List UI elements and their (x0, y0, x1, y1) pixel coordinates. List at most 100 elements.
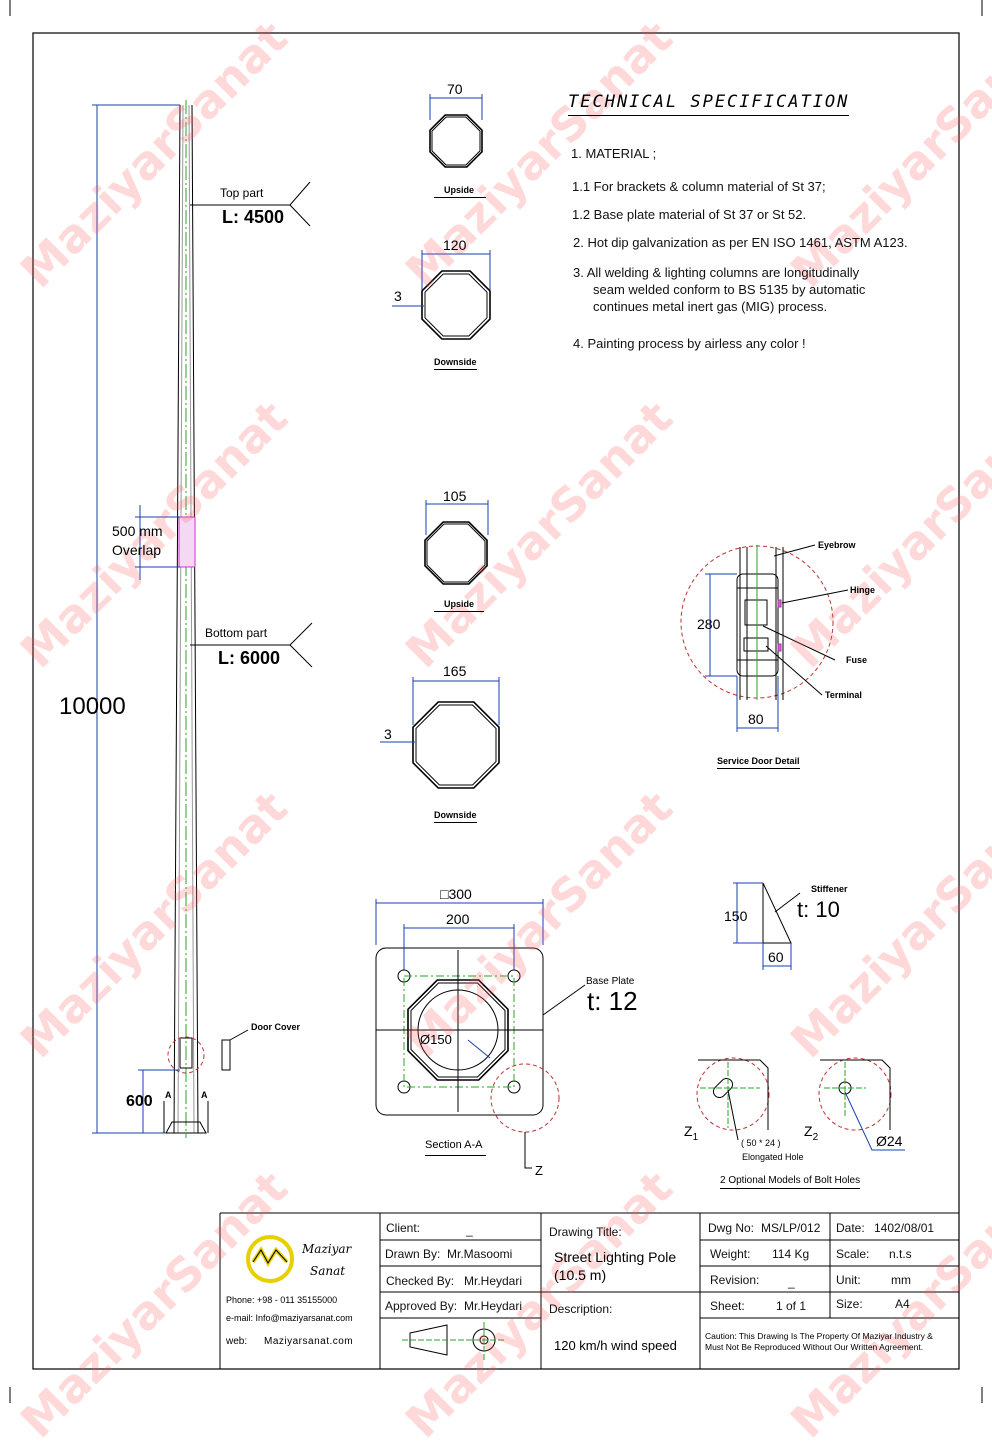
company-web-label: web: (226, 1336, 248, 1347)
door-height-dim: 600 (126, 1093, 153, 1110)
company-name: Sanat (310, 1264, 346, 1278)
z2-mark: Z2 (804, 1123, 818, 1143)
octagon-section (410, 982, 506, 1078)
sheet-border (32, 32, 960, 1370)
client-value: _ (466, 1223, 473, 1237)
pole-elevation (165, 100, 231, 1138)
revision-label: Revision: (710, 1273, 760, 1287)
company-phone: Phone: +98 - 011 35155000 (226, 1295, 338, 1305)
company-logo (246, 1235, 294, 1283)
hinge-label: Hinge (850, 585, 876, 595)
z2-letter: Z (804, 1123, 813, 1139)
z1-subscript: 1 (692, 1131, 699, 1143)
company-name: Maziyar (302, 1242, 352, 1256)
drawing-geometry (9, 0, 983, 1403)
elongated-size: ( 50 * 24 ) (741, 1138, 781, 1148)
bolt-hole-details (696, 1057, 905, 1151)
drawing-title-label: Drawing Title: (549, 1225, 622, 1239)
size-value: A4 (895, 1297, 910, 1311)
date-value: 1402/08/01 (874, 1221, 935, 1235)
bottom-part-length: L: 6000 (218, 648, 281, 668)
spec-item: 1.1 For brackets & column material of St… (572, 179, 826, 194)
service-door-drawing (680, 544, 849, 732)
caution-text: Must Not Be Reproduced Without Our Writt… (705, 1342, 924, 1352)
spec-item: seam welded conform to BS 5135 by automa… (593, 282, 866, 297)
stiffener-thickness: t: 10 (797, 897, 840, 922)
octagon-section (429, 114, 483, 168)
terminal-label: Terminal (825, 690, 862, 700)
unit-label: Unit: (836, 1273, 861, 1287)
description-label: Description: (549, 1302, 613, 1316)
weight-value: 114 Kg (772, 1247, 810, 1261)
octagon-section (407, 979, 509, 1081)
checked-by-value: Mr.Heydari (464, 1274, 523, 1288)
top-part-length: L: 4500 (222, 207, 285, 227)
overlap-label: Overlap (112, 542, 162, 558)
door-width-dim: 80 (748, 711, 764, 727)
drawn-by-label: Drawn By: (385, 1247, 441, 1261)
client-label: Client: (386, 1221, 421, 1235)
door-cover-label: Door Cover (251, 1022, 301, 1032)
dim: 120 (443, 237, 467, 253)
size-label: Size: (836, 1297, 863, 1311)
scale-value: n.t.s (889, 1247, 912, 1261)
section-dimensions (380, 94, 500, 743)
total-height-dim: 10000 (59, 693, 126, 720)
section-label: Downside (434, 810, 477, 823)
dwg-no-value: MS/LP/012 (761, 1221, 821, 1235)
octagon-section (424, 273, 488, 337)
round-hole-dia: Ø24 (876, 1133, 903, 1149)
spec-item: 1.2 Base plate material of St 37 or St 5… (572, 207, 807, 222)
drawing-title: Street Lighting Pole (554, 1249, 677, 1265)
overlap-label: 500 mm (112, 523, 163, 539)
spec-title: TECHNICAL SPECIFICATION (568, 92, 850, 116)
section-aa-title: Section A-A (425, 1139, 487, 1156)
unit-value: mm (891, 1273, 911, 1287)
approved-by-label: Approved By: (385, 1299, 458, 1313)
octagon-section (421, 270, 491, 340)
description-value: 120 km/h wind speed (554, 1338, 677, 1353)
dwg-no-label: Dwg No: (708, 1221, 755, 1235)
company-web: Maziyarsanat.com (264, 1336, 354, 1347)
hole-dia-dim: Ø150 (420, 1032, 452, 1047)
dim: 105 (443, 488, 467, 504)
top-part-label: Top part (220, 186, 264, 200)
section-mark-a: A (165, 1090, 172, 1100)
plate-size-dim: □300 (440, 886, 472, 902)
spec-item: 3. All welding & lighting columns are lo… (573, 265, 860, 280)
approved-by-value: Mr.Heydari (464, 1299, 523, 1313)
octagon-section (426, 523, 486, 583)
stiffener-label: Stiffener (811, 884, 848, 894)
dim: 3 (384, 726, 392, 742)
title-block-grid (219, 1212, 959, 1369)
spec-item: 2. Hot dip galvanization as per EN ISO 1… (573, 235, 908, 250)
bolt-holes-title: 2 Optional Models of Bolt Holes (720, 1175, 861, 1189)
section-label: Upside (434, 185, 487, 198)
scale-label: Scale: (836, 1247, 870, 1261)
z2-subscript: 2 (812, 1131, 819, 1143)
detail-mark-z: Z (535, 1163, 543, 1178)
sheet-label: Sheet: (710, 1299, 745, 1313)
revision-value: _ (788, 1275, 795, 1289)
checked-by-label: Checked By: (386, 1274, 455, 1288)
bottom-part-label: Bottom part (205, 626, 268, 640)
section-mark-a: A (201, 1090, 208, 1100)
z1-mark: Z1 (684, 1123, 698, 1143)
spec-item: 4. Painting process by airless any color… (573, 336, 806, 351)
section-label: Upside (434, 599, 485, 612)
service-door-title: Service Door Detail (717, 756, 800, 769)
elongated-label: Elongated Hole (742, 1152, 804, 1162)
z1-letter: Z (684, 1123, 693, 1139)
base-plate-label: Base Plate (586, 976, 635, 987)
spec-item: 1. MATERIAL ; (571, 146, 657, 161)
caution-text: Caution: This Drawing Is The Property Of… (705, 1331, 933, 1341)
eyebrow-label: Eyebrow (818, 540, 856, 550)
weight-label: Weight: (710, 1247, 751, 1261)
section-label: Downside (434, 357, 477, 370)
octagon-section (431, 116, 481, 166)
section-octagons (407, 114, 509, 1081)
bolt-spacing-dim: 200 (446, 911, 470, 927)
door-height-dim: 280 (697, 616, 721, 632)
stiffener-drawing (733, 882, 801, 970)
stiffener-width-dim: 60 (768, 949, 784, 965)
